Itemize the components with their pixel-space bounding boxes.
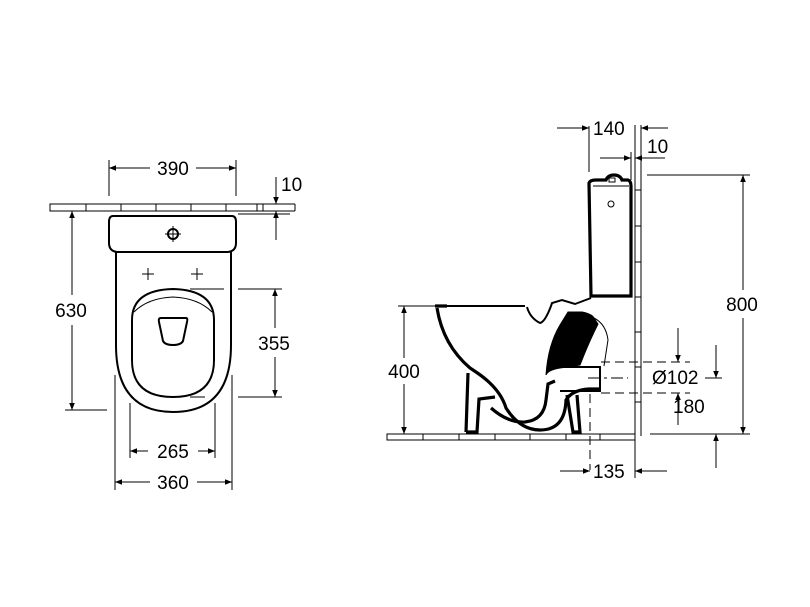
fixing-point-icon [142,268,154,280]
outlet-lines [588,361,690,470]
dim-label: 180 [673,397,705,418]
cistern-top [108,215,237,253]
dim-135: 135 [560,440,667,483]
button-icon [607,200,615,208]
dim-265: 265 [129,403,216,463]
bowl-side [435,297,609,434]
cistern-side [587,173,633,298]
dim-label: 355 [258,334,290,355]
top-view: 390 10 630 355 [49,159,302,494]
dim-label: 630 [55,301,87,322]
dim-355: 355 [190,288,290,398]
wall-strip [49,203,296,212]
dim-label: 10 [647,137,668,158]
dim-800: 800 [647,174,758,435]
wall-vertical [634,125,642,438]
dim-label: 10 [281,175,302,196]
dim-630: 630 [55,211,107,411]
floor-strip [386,433,636,441]
dim-diameter-102: Ø102 [652,328,698,425]
dim-10-side: 10 [600,137,668,180]
dim-label: Ø102 [652,368,698,389]
dim-label: 800 [726,295,758,316]
dim-360: 360 [114,375,233,494]
fixing-point-icon [191,268,203,280]
dim-label: 390 [157,159,189,180]
dim-400: 400 [388,305,436,434]
dim-label: 360 [157,473,189,494]
bowl-top [115,252,232,414]
seat-hinge [157,317,189,347]
dim-180: 180 [673,345,722,468]
seat [131,287,215,399]
dim-label: 265 [157,442,189,463]
dim-10-top: 10 [238,175,302,240]
dim-label: 135 [593,462,625,483]
dim-390: 390 [108,159,237,196]
side-view: 140 10 800 400 Ø102 [386,119,758,483]
dim-label: 140 [593,119,625,140]
dim-label: 400 [388,362,420,383]
dim-140: 140 [557,119,668,172]
